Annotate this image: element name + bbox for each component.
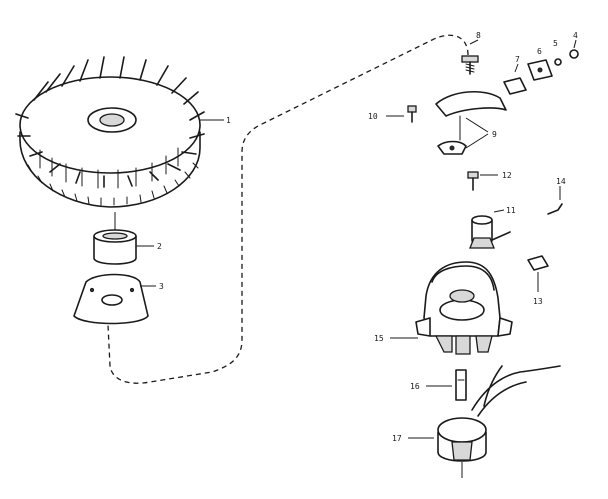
callout-14: 14 (556, 177, 566, 186)
callout-4: 4 (573, 31, 578, 40)
screw-part-12 (467, 171, 479, 191)
contact-plate-part-6 (527, 59, 553, 81)
callout-12: 12 (502, 171, 512, 180)
callout-9: 9 (492, 130, 497, 139)
callout-5: 5 (553, 39, 558, 48)
callout-16: 16 (410, 382, 420, 391)
plate-part-13 (527, 255, 549, 292)
callout-13: 13 (533, 297, 543, 306)
callout-10: 10 (368, 112, 378, 121)
callout-17: 17 (392, 434, 402, 443)
callout-15: 15 (374, 334, 384, 343)
washer-part-5 (554, 58, 562, 66)
callout-3: 3 (159, 282, 164, 291)
callout-8: 8 (476, 31, 481, 40)
breaker-arm-part-9 (435, 90, 507, 155)
coil-part-17 (437, 365, 561, 462)
callout-7: 7 (515, 55, 520, 64)
bolt-part-8 (461, 39, 479, 75)
callout-11: 11 (506, 206, 516, 215)
clip-part-7 (503, 63, 527, 95)
flywheel-part (15, 56, 205, 208)
callout-6: 6 (537, 47, 542, 56)
callout-1: 1 (226, 116, 231, 125)
spring-wire-part-14 (547, 186, 563, 215)
nut-part-4 (569, 49, 579, 59)
condenser-part-11 (469, 215, 511, 249)
callout-2: 2 (157, 242, 162, 251)
breaker-housing-part-15 (415, 261, 513, 355)
sleeve-part (93, 212, 137, 265)
screw-part-10 (407, 105, 417, 123)
pin-part-16 (455, 369, 467, 401)
assembly-dashed-line (107, 34, 469, 384)
baffle-plate-part (73, 273, 149, 325)
